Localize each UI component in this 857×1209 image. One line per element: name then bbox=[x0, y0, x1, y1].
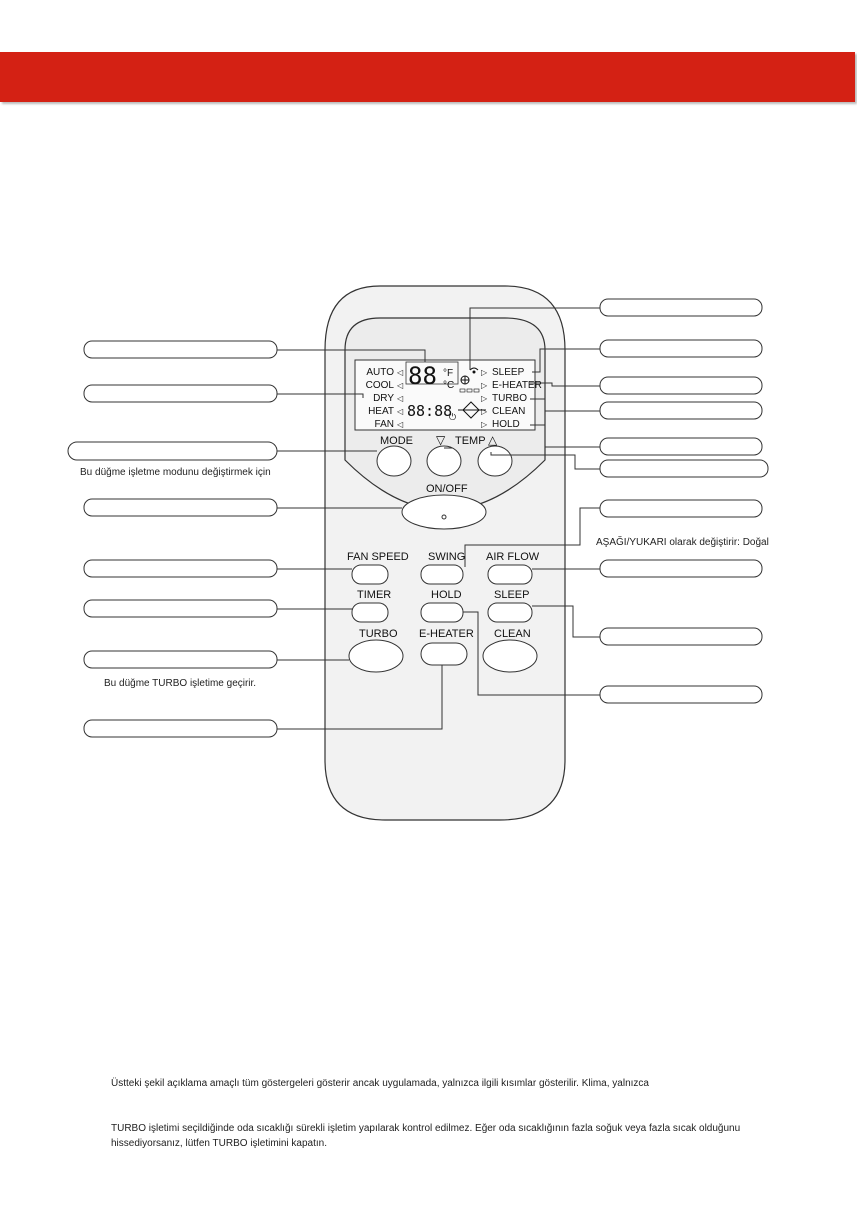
note-first: Üstteki şekil açıklama amaçlı tüm göster… bbox=[111, 1078, 649, 1089]
mode-button[interactable] bbox=[376, 445, 412, 477]
sleep-button[interactable] bbox=[487, 602, 533, 623]
lcd-mode-list: AUTO◁COOL◁DRY◁HEAT◁FAN◁ bbox=[366, 367, 404, 430]
clean-label: CLEAN bbox=[494, 628, 531, 640]
lcd-mode-auto: AUTO bbox=[366, 367, 394, 378]
lcd-indicator-arrow-icon: ◁ bbox=[397, 420, 404, 429]
air-flow-button[interactable] bbox=[487, 564, 533, 585]
lcd-mode-fan: FAN bbox=[375, 419, 394, 430]
callout-box-mode-display bbox=[83, 384, 278, 403]
turbo-label: TURBO bbox=[359, 628, 398, 640]
temp-down-button[interactable] bbox=[426, 445, 462, 477]
temp-digit-box bbox=[405, 361, 459, 385]
lcd-screen bbox=[354, 359, 536, 431]
hold-button[interactable] bbox=[420, 602, 464, 623]
lcd-clock-digits: 88:88 bbox=[407, 402, 452, 420]
air-flow-label: AIR FLOW bbox=[486, 551, 540, 563]
callout-box-fan-speed bbox=[83, 559, 278, 578]
callout-box-sleep bbox=[599, 627, 763, 646]
callout-box-e-heater-display bbox=[599, 376, 763, 395]
lcd-feature-clean: CLEAN bbox=[492, 406, 525, 417]
lcd-fahrenheit: °F bbox=[443, 368, 453, 379]
callout-box-mode bbox=[67, 441, 278, 461]
callout-box-clean-display bbox=[599, 437, 763, 456]
timer-icon: ⏻ bbox=[449, 412, 456, 422]
swing-label: SWING bbox=[428, 551, 465, 563]
lcd-mode-cool: COOL bbox=[366, 380, 395, 391]
swing-button[interactable] bbox=[420, 564, 464, 585]
lcd-mode-dry: DRY bbox=[373, 393, 394, 404]
callout-box-sleep-display bbox=[599, 339, 763, 358]
lcd-temp-digits: 88 bbox=[408, 362, 437, 390]
caption-turbo: Bu düğme TURBO işletime geçirir. bbox=[104, 678, 257, 689]
callout-box-air-flow bbox=[599, 559, 763, 578]
callout-box-turbo-display bbox=[599, 401, 763, 420]
hold-label: HOLD bbox=[431, 589, 462, 601]
callout-box-temp bbox=[83, 340, 278, 359]
timer-button[interactable] bbox=[351, 602, 389, 623]
temp-up-button[interactable] bbox=[477, 445, 513, 477]
svg-text:⏻: ⏻ bbox=[449, 412, 456, 422]
lcd-indicator-arrow-icon: ◁ bbox=[397, 407, 404, 416]
turbo-button[interactable] bbox=[348, 639, 404, 673]
temp-label: TEMP bbox=[455, 435, 486, 447]
sleep-label: SLEEP bbox=[494, 589, 529, 601]
note-second: TURBO işletimi seçildiğinde oda sıcaklığ… bbox=[111, 1123, 741, 1149]
lcd-feature-hold: HOLD bbox=[492, 419, 520, 430]
lcd-indicator-arrow-icon: ▷ bbox=[481, 420, 488, 429]
e-heater-label: E-HEATER bbox=[419, 628, 474, 640]
timer-label: TIMER bbox=[357, 589, 391, 601]
callout-box-signal bbox=[599, 298, 763, 317]
lcd-feature-sleep: SLEEP bbox=[492, 367, 525, 378]
fan-icon bbox=[460, 375, 470, 385]
lcd-celsius: °C bbox=[443, 380, 454, 391]
lcd-feature-turbo: TURBO bbox=[492, 393, 527, 404]
lcd-indicator-arrow-icon: ▷ bbox=[481, 381, 488, 390]
callout-box-turbo bbox=[83, 650, 278, 669]
callout-box-hold bbox=[599, 685, 763, 704]
lcd-mode-heat: HEAT bbox=[368, 406, 394, 417]
lcd-indicator-arrow-icon: ▷ bbox=[481, 368, 488, 377]
lcd-feature-e-heater: E-HEATER bbox=[492, 380, 542, 391]
caption-swing: AŞAĞI/YUKARI olarak değiştirir: Doğal bbox=[596, 537, 769, 548]
fan-speed-label: FAN SPEED bbox=[347, 551, 409, 563]
power-led bbox=[441, 514, 447, 520]
fan-speed-bars-icon bbox=[459, 388, 480, 393]
on-off-label: ON/OFF bbox=[426, 483, 468, 495]
signal-icon bbox=[469, 367, 479, 374]
fan-speed-button[interactable] bbox=[351, 564, 389, 585]
callout-box-swing bbox=[599, 499, 763, 518]
callout-box-e-heater bbox=[83, 719, 278, 738]
lcd-indicator-arrow-icon: ▷ bbox=[481, 394, 488, 403]
e-heater-button[interactable] bbox=[420, 642, 468, 666]
lcd-indicator-arrow-icon: ◁ bbox=[397, 381, 404, 390]
caption-mode: Bu düğme işletme modunu değiştirmek için bbox=[80, 467, 271, 478]
on-off-button[interactable] bbox=[401, 494, 487, 530]
mode-label: MODE bbox=[380, 435, 413, 447]
lcd-indicator-arrow-icon: ◁ bbox=[397, 368, 404, 377]
callout-box-timer bbox=[83, 599, 278, 618]
swing-louver-icon bbox=[458, 401, 486, 419]
callout-box-on-off bbox=[83, 498, 278, 517]
lcd-feature-list: SLEEP ▷ E-HEATER ▷ TURBO ▷ CLEAN ▷ HOLD ▷ bbox=[481, 367, 542, 430]
callout-box-temp-buttons bbox=[599, 459, 769, 478]
leader-lines bbox=[277, 307, 600, 730]
temp-up-icon: △ bbox=[488, 433, 498, 447]
clean-button[interactable] bbox=[482, 639, 538, 673]
lcd-indicator-arrow-icon: ▷ bbox=[481, 407, 488, 416]
header-banner bbox=[0, 52, 855, 102]
lcd-indicator-arrow-icon: ◁ bbox=[397, 394, 404, 403]
temp-down-icon: ▽ bbox=[436, 433, 446, 447]
